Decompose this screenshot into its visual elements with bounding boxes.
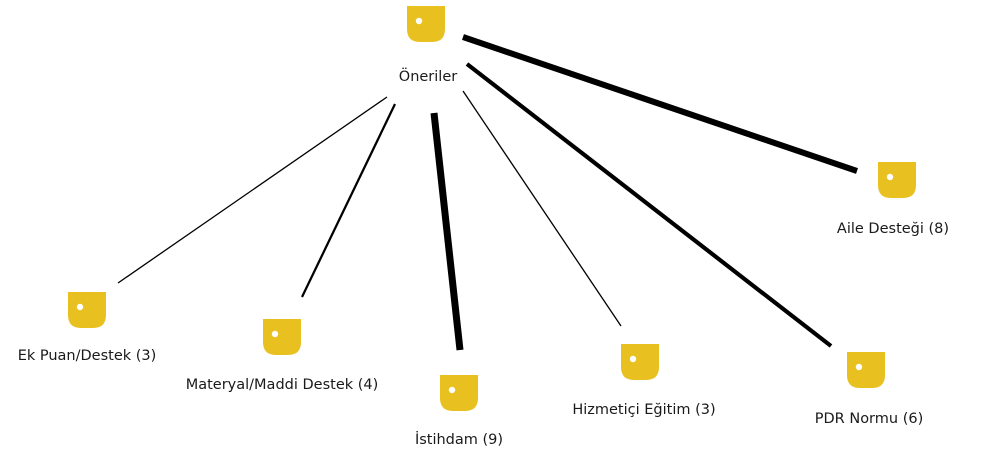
edge-materyal [300,103,397,298]
node-ek-puan[interactable]: Ek Puan/Destek (3) [18,292,157,364]
edge-aile [462,34,858,174]
icon-dot [448,386,456,394]
node-label-aile: Aile Desteği (8) [837,221,949,237]
node-label-materyal: Materyal/Maddi Destek (4) [186,377,379,393]
icon-dot [629,355,637,363]
node-root[interactable]: Öneriler [399,6,457,85]
node-aile[interactable]: Aile Desteği (8) [837,162,949,237]
icon-dot [271,330,279,338]
node-label-pdr: PDR Normu (6) [815,411,923,427]
edge-istihdam [430,112,464,351]
icon-dot [886,173,894,181]
icon-dot [415,17,423,25]
node-materyal[interactable]: Materyal/Maddi Destek (4) [186,319,379,393]
node-istihdam[interactable]: İstihdam (9) [415,375,503,448]
node-pdr[interactable]: PDR Normu (6) [815,352,923,427]
code-tag-icon [407,6,445,42]
edge-hizmetici [462,90,622,327]
code-tag-icon [440,375,478,411]
node-label-root: Öneriler [399,67,457,85]
edges-layer [117,34,858,351]
code-tag-icon [621,344,659,380]
code-tag-icon [878,162,916,198]
node-label-istihdam: İstihdam (9) [415,430,503,448]
icon-dot [855,363,863,371]
edge-pdr [465,62,833,348]
node-label-ek-puan: Ek Puan/Destek (3) [18,348,157,364]
code-tag-icon [847,352,885,388]
code-tag-icon [68,292,106,328]
node-label-hizmetici: Hizmetiçi Eğitim (3) [572,402,715,418]
edge-ek-puan [117,96,388,284]
node-hizmetici[interactable]: Hizmetiçi Eğitim (3) [572,344,716,418]
icon-dot [76,303,84,311]
code-tag-icon [263,319,301,355]
